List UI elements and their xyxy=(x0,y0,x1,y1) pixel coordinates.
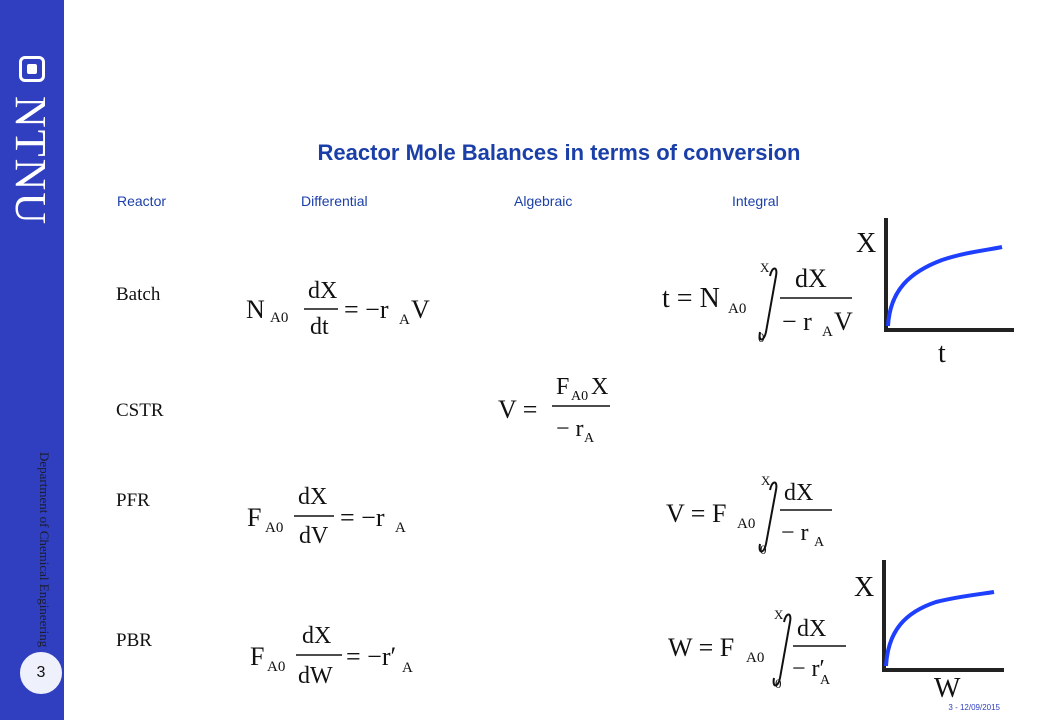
row-label-pfr: PFR xyxy=(116,490,150,511)
pbr-conversion-sketch: X W xyxy=(854,560,1004,704)
eq-rhs-sub: A xyxy=(395,520,406,536)
eq-lower-limit: 0 xyxy=(775,676,782,691)
integral-sign-icon xyxy=(758,481,778,553)
slide-title: Reactor Mole Balances in terms of conver… xyxy=(317,140,801,165)
cstr-algebraic-equation: V = F A0 X − r A xyxy=(498,374,610,446)
eq-denominator: − r xyxy=(782,307,812,336)
column-header-algebraic: Algebraic xyxy=(514,193,573,209)
eq-upper-limit: X xyxy=(760,260,770,275)
ntnu-logo-icon xyxy=(19,56,45,82)
sketch-y-label: X xyxy=(856,228,876,259)
row-label-cstr: CSTR xyxy=(116,400,164,421)
eq-upper-limit: X xyxy=(761,473,771,488)
batch-conversion-sketch: X t xyxy=(856,218,1014,369)
eq-lhs: V = F xyxy=(666,499,726,528)
column-header-reactor: Reactor xyxy=(117,193,167,209)
eq-den-sub: A xyxy=(820,673,831,688)
eq-lhs-sub: A0 xyxy=(265,520,283,536)
eq-lhs-sub: A0 xyxy=(270,310,288,326)
eq-rhs-sub: A xyxy=(402,660,413,676)
eq-lower-limit: 0 xyxy=(758,330,765,345)
eq-numerator: dX xyxy=(302,623,331,649)
eq-rhs: = −r xyxy=(344,295,389,324)
eq-lhs-sub: A0 xyxy=(267,659,285,675)
pbr-differential-equation: F A0 dX dW = −r′ A xyxy=(250,623,413,689)
eq-lhs: W = F xyxy=(668,633,734,662)
eq-num-tail: X xyxy=(591,374,608,400)
integral-sign-icon xyxy=(772,613,792,687)
eq-lhs-sub: A0 xyxy=(728,301,746,317)
eq-rhs: = −r xyxy=(340,503,385,532)
eq-lhs-sub: A0 xyxy=(746,650,764,666)
column-header-differential: Differential xyxy=(301,193,368,209)
eq-den-sub: A xyxy=(822,324,833,340)
eq-numerator: dX xyxy=(797,616,826,642)
eq-denominator: − r xyxy=(556,416,584,442)
eq-lhs: F xyxy=(247,503,261,532)
eq-denominator: − r′ xyxy=(792,656,825,682)
eq-denominator: dW xyxy=(298,663,333,689)
eq-upper-limit: X xyxy=(774,607,784,622)
row-label-batch: Batch xyxy=(116,284,161,305)
conversion-curve xyxy=(884,590,995,667)
eq-rhs-tail: V xyxy=(411,295,430,324)
sidebar: NTNU xyxy=(0,0,64,720)
eq-lhs: N xyxy=(246,295,265,324)
eq-denominator: − r xyxy=(781,520,809,546)
eq-lhs: V = xyxy=(498,395,537,424)
eq-den-sub: A xyxy=(584,431,595,446)
pbr-integral-equation: W = F A0 X 0 dX − r′ A xyxy=(668,607,846,691)
eq-lower-limit: 0 xyxy=(760,542,767,557)
batch-differential-equation: N A0 dX dt = −r A V xyxy=(246,278,430,340)
sketch-x-label: t xyxy=(938,338,946,369)
eq-num-sub: A0 xyxy=(571,389,588,404)
batch-integral-equation: t = N A0 X 0 dX − r A V xyxy=(662,260,853,345)
eq-rhs: = −r′ xyxy=(346,642,396,671)
pfr-differential-equation: F A0 dX dV = −r A xyxy=(247,484,406,549)
eq-den-sub: A xyxy=(814,535,825,550)
sketch-y-label: X xyxy=(854,572,874,603)
eq-denominator: dV xyxy=(299,523,329,549)
eq-denominator: dt xyxy=(310,314,329,340)
sketch-x-label: W xyxy=(934,673,961,704)
eq-rhs-sub: A xyxy=(399,312,410,328)
eq-lhs: t = N xyxy=(662,283,720,314)
pfr-integral-equation: V = F A0 X 0 dX − r A xyxy=(666,473,832,557)
eq-numerator: dX xyxy=(795,264,827,293)
eq-numerator: F xyxy=(556,374,569,400)
integral-sign-icon xyxy=(758,267,778,341)
eq-lhs-sub: A0 xyxy=(737,516,755,532)
eq-numerator: dX xyxy=(308,278,337,304)
page-number-badge: 3 xyxy=(18,650,64,696)
column-header-integral: Integral xyxy=(732,193,779,209)
eq-numerator: dX xyxy=(298,484,327,510)
eq-den-tail: V xyxy=(834,307,853,336)
eq-lhs: F xyxy=(250,642,264,671)
footer-date: 3 - 12/09/2015 xyxy=(948,703,1000,712)
eq-numerator: dX xyxy=(784,480,813,506)
row-label-pbr: PBR xyxy=(116,630,152,651)
conversion-curve xyxy=(886,245,1003,327)
